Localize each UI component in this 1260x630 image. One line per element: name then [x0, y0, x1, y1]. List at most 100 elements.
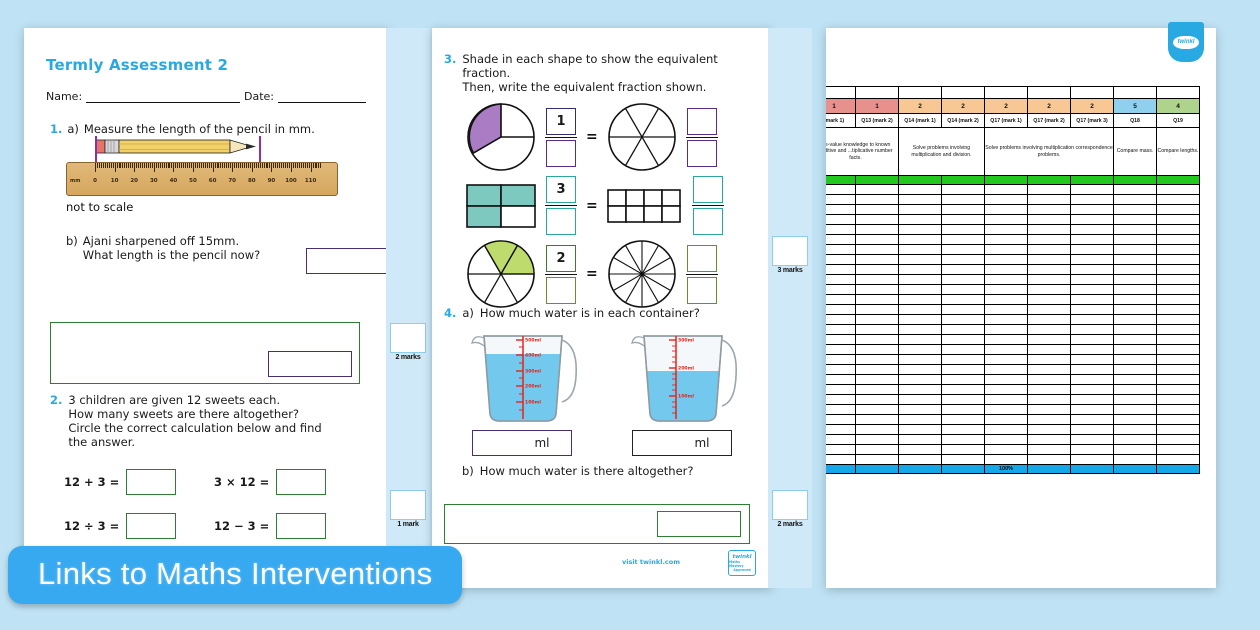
grid-cell[interactable] [1113, 394, 1157, 405]
grid-cell[interactable] [855, 274, 899, 285]
grid-cell[interactable] [984, 214, 1028, 225]
grid-cell[interactable] [1027, 424, 1071, 435]
grid-cell[interactable] [1113, 344, 1157, 355]
column-question-header[interactable]: Q17 (mark 1) [984, 113, 1028, 128]
summary-band-cell[interactable] [984, 175, 1028, 185]
grid-cell[interactable] [984, 364, 1028, 375]
grid-cell[interactable] [1070, 204, 1114, 215]
grid-cell[interactable] [1070, 86, 1114, 99]
grid-cell[interactable] [1156, 384, 1200, 395]
grid-cell[interactable] [1027, 304, 1071, 315]
grid-cell[interactable] [1070, 294, 1114, 305]
grid-cell[interactable] [898, 314, 942, 325]
column-marks-header[interactable]: 2 [898, 98, 942, 114]
calc-answer-box-2[interactable] [126, 513, 177, 540]
grid-cell[interactable] [984, 274, 1028, 285]
grid-cell[interactable] [855, 224, 899, 235]
grid-cell[interactable] [898, 194, 942, 205]
grid-cell[interactable] [1156, 204, 1200, 215]
grid-cell[interactable] [898, 344, 942, 355]
grid-cell[interactable] [1027, 334, 1071, 345]
grid-cell[interactable] [1113, 334, 1157, 345]
grid-cell[interactable] [855, 264, 899, 275]
grid-cell[interactable] [1070, 184, 1114, 195]
column-marks-header[interactable]: 2 [1070, 98, 1114, 114]
grid-cell[interactable] [941, 184, 985, 195]
grid-cell[interactable] [855, 414, 899, 425]
grid-cell[interactable] [1070, 394, 1114, 405]
grid-cell[interactable] [1027, 324, 1071, 335]
grid-cell[interactable] [1113, 364, 1157, 375]
grid-cell[interactable] [984, 284, 1028, 295]
grid-cell[interactable] [898, 204, 942, 215]
grid-cell[interactable] [1027, 264, 1071, 275]
grid-cell[interactable] [1027, 86, 1071, 99]
grid-cell[interactable] [941, 364, 985, 375]
grid-cell[interactable] [1070, 264, 1114, 275]
calc-answer-box-0[interactable] [126, 469, 177, 496]
grid-cell[interactable] [984, 324, 1028, 335]
denominator-box[interactable] [546, 139, 576, 167]
grid-cell[interactable] [941, 354, 985, 365]
column-question-header[interactable]: Q13 (mark 2) [855, 113, 899, 128]
column-question-header[interactable]: Q18 [1113, 113, 1157, 128]
grid-cell[interactable] [898, 304, 942, 315]
grid-cell[interactable] [898, 234, 942, 245]
grid-cell[interactable] [826, 284, 856, 295]
grid-cell[interactable] [855, 284, 899, 295]
grid-cell[interactable] [941, 284, 985, 295]
denominator-box[interactable] [686, 276, 717, 304]
grid-cell[interactable] [855, 86, 899, 99]
grid-cell[interactable] [1070, 254, 1114, 265]
numerator-box[interactable] [686, 244, 717, 272]
grid-cell[interactable] [826, 364, 856, 375]
grid-cell[interactable] [826, 414, 856, 425]
circle-twelfths-shape[interactable] [607, 239, 677, 309]
grid-cell[interactable] [826, 314, 856, 325]
grid-cell[interactable] [898, 274, 942, 285]
grid-cell[interactable] [1070, 244, 1114, 255]
grid-cell[interactable] [1156, 364, 1200, 375]
grid-cell[interactable] [826, 264, 856, 275]
grid-cell[interactable] [1070, 234, 1114, 245]
grid-cell[interactable] [984, 224, 1028, 235]
grid-cell[interactable] [1027, 354, 1071, 365]
grid-cell[interactable] [1113, 384, 1157, 395]
grid-cell[interactable] [826, 454, 856, 465]
denominator-box[interactable] [546, 276, 576, 304]
jug-one-answer-box[interactable]: ml [472, 430, 572, 457]
denominator-box[interactable] [546, 208, 576, 236]
grid-cell[interactable] [941, 274, 985, 285]
grid-cell[interactable] [1113, 434, 1157, 445]
grid-cell[interactable] [984, 404, 1028, 415]
grid-cell[interactable] [1113, 294, 1157, 305]
grid-cell[interactable] [1113, 414, 1157, 425]
column-marks-header[interactable]: 1 [855, 98, 899, 114]
grid-cell[interactable] [984, 244, 1028, 255]
grid-cell[interactable] [1027, 394, 1071, 405]
grid-cell[interactable] [826, 224, 856, 235]
grid-cell[interactable] [898, 254, 942, 265]
denominator-box[interactable] [692, 208, 723, 236]
grid-cell[interactable] [941, 214, 985, 225]
total-band-cell[interactable] [1156, 464, 1200, 474]
grid-cell[interactable] [941, 454, 985, 465]
grid-cell[interactable] [941, 244, 985, 255]
grid-cell[interactable] [984, 444, 1028, 455]
mark-entry-box[interactable] [772, 490, 808, 520]
grid-cell[interactable] [941, 264, 985, 275]
grid-cell[interactable] [941, 414, 985, 425]
grid-cell[interactable] [826, 444, 856, 455]
circle-sixths-shaded-shape[interactable] [466, 239, 536, 309]
grid-cell[interactable] [826, 234, 856, 245]
grid-cell[interactable] [855, 344, 899, 355]
visit-twinkl-link[interactable]: visit twinkl.com [622, 558, 681, 566]
grid-cell[interactable] [898, 184, 942, 195]
grid-cell[interactable] [1027, 414, 1071, 425]
grid-cell[interactable] [898, 454, 942, 465]
grid-cell[interactable] [1113, 444, 1157, 455]
grid-cell[interactable] [855, 434, 899, 445]
grid-cell[interactable] [1156, 454, 1200, 465]
grid-cell[interactable] [826, 344, 856, 355]
grid-cell[interactable] [1070, 424, 1114, 435]
